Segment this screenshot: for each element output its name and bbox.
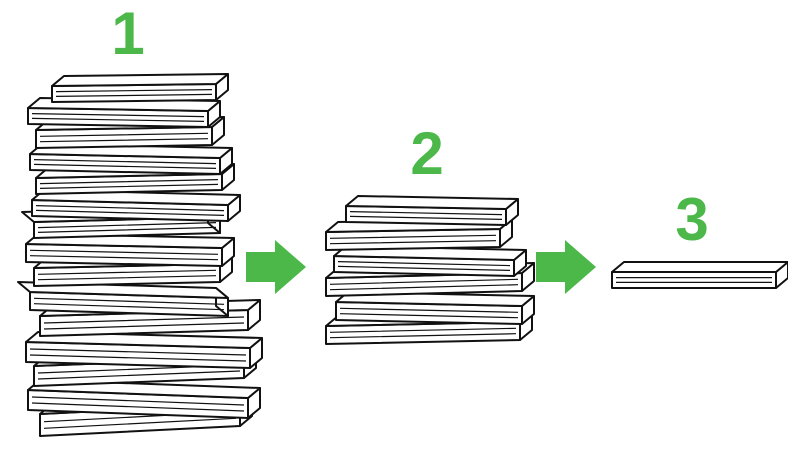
book [336, 292, 534, 324]
book [26, 234, 234, 266]
book-stack-large [18, 74, 262, 436]
book-stack-single [612, 262, 788, 288]
book [26, 332, 262, 368]
right-arrow-icon [246, 240, 306, 294]
book [612, 262, 788, 288]
book [52, 74, 228, 102]
step-number-1: 1 [88, 4, 168, 64]
book [18, 282, 228, 316]
book [334, 246, 526, 276]
book-stack-medium [326, 196, 534, 344]
book [32, 190, 240, 221]
step-number-3: 3 [652, 190, 732, 250]
right-arrow-icon [536, 240, 596, 294]
book [346, 196, 518, 225]
step-number-2: 2 [387, 124, 467, 184]
